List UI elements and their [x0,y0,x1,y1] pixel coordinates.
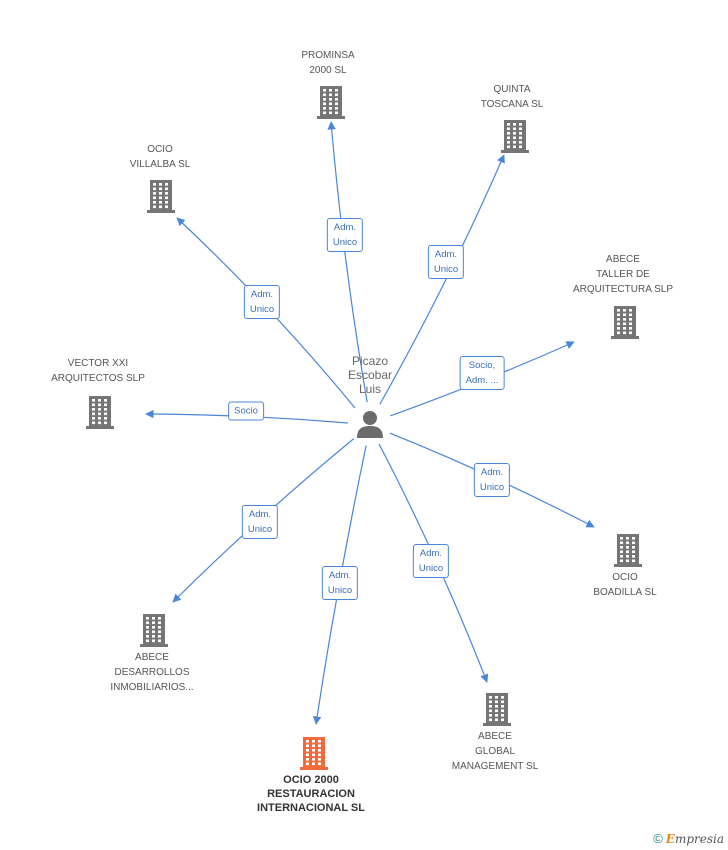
building-icon[interactable] [315,84,347,120]
relation-label-ocio2000[interactable]: Adm. Unico [321,566,359,600]
company-name-line: TOSCANA SL [480,99,544,110]
person-name-line: Escobar [347,368,393,382]
building-icon[interactable] [499,118,531,154]
relation-label-line: Unico [479,482,505,493]
relation-label-line: Socio [234,405,258,417]
company-name-line: GLOBAL [474,746,516,757]
relation-label-global[interactable]: Adm. Unico [412,544,450,578]
company-name-line: OCIO 2000 [283,774,339,786]
company-name-line: ABECE [478,731,512,742]
company-name-line: INTERNACIONAL SL [257,802,365,814]
building-icon[interactable] [481,691,513,727]
building-icon[interactable] [609,304,641,340]
company-name-line: TALLER DE [596,269,650,280]
relation-label-line: Unico [249,304,275,315]
relation-label-line: Adm. ... [465,375,499,386]
relation-label-line: Unico [433,264,459,275]
company-name-line: MANAGEMENT SL [451,761,539,772]
company-label-quinta[interactable]: QUINTA TOSCANA SL [481,82,544,112]
relation-label-prominsa[interactable]: Adm. Unico [326,218,364,252]
company-name-line: PROMINSA [301,50,355,61]
company-name-line: ARQUITECTURA SLP [572,284,674,295]
company-label-global[interactable]: ABECE GLOBAL MANAGEMENT SL [452,729,539,774]
person-name-line: Luis [358,382,381,396]
relation-label-line: Adm. [480,467,504,478]
company-name-line: BOADILLA SL [593,587,657,598]
company-name-line: VILLALBA SL [129,159,191,170]
relation-label-line: Unico [332,237,358,248]
company-name-line: ABECE [606,254,640,265]
edge-prominsa [327,121,368,403]
relation-label-line: Unico [418,563,444,574]
person-name-line: Picazo [351,354,389,368]
relation-label-taller[interactable]: Socio, Adm. ... [459,356,505,390]
edge-quinta [379,154,505,405]
copyright-icon: © [653,831,663,846]
company-name-line: RESTAURACION [267,788,355,800]
company-name-line: 2000 SL [309,65,347,76]
relation-label-villalba[interactable]: Adm. Unico [243,285,281,319]
building-icon[interactable] [298,735,330,771]
company-label-boadilla[interactable]: OCIO BOADILLA SL [593,570,656,600]
relation-label-desarrollos[interactable]: Adm. Unico [241,505,279,539]
company-name-line: DESARROLLOS [114,667,190,678]
relation-label-line: Adm. [248,509,272,520]
building-icon[interactable] [145,178,177,214]
building-icon[interactable] [138,612,170,648]
relation-label-line: Unico [247,524,273,535]
building-icon[interactable] [612,532,644,568]
relation-label-line: Adm. [419,548,443,559]
person-icon[interactable] [355,409,385,439]
brand-logo[interactable]: Empresia [665,831,724,846]
relation-label-line: Socio, [468,360,496,371]
company-name-line: QUINTA [493,84,531,95]
relation-label-line: Adm. [250,289,274,300]
company-name-line: OCIO [147,144,173,155]
company-label-vector[interactable]: VECTOR XXI ARQUITECTOS SLP [51,356,145,386]
company-label-villalba[interactable]: OCIO VILLALBA SL [130,142,191,172]
company-name-line: INMOBILIARIOS... [110,682,194,693]
relation-label-quinta[interactable]: Adm. Unico [427,245,465,279]
company-label-taller[interactable]: ABECE TALLER DE ARQUITECTURA SLP [573,252,673,297]
company-name-line: OCIO [612,572,638,583]
company-label-desarrollos[interactable]: ABECE DESARROLLOS INMOBILIARIOS... [110,650,193,695]
footer: © Empresia [653,831,724,846]
company-name-line: ABECE [135,652,169,663]
relation-label-line: Adm. [434,249,458,260]
company-label-prominsa[interactable]: PROMINSA 2000 SL [301,48,354,78]
company-name-line: VECTOR XXI [67,358,129,369]
building-icon[interactable] [84,394,116,430]
company-name-line: ARQUITECTOS SLP [51,373,145,384]
relation-label-line: Adm. [333,222,357,233]
relation-label-vector[interactable]: Socio [228,401,264,421]
relation-label-boadilla[interactable]: Adm. Unico [473,463,511,497]
relation-label-line: Adm. [328,570,352,581]
relation-label-line: Unico [327,585,353,596]
